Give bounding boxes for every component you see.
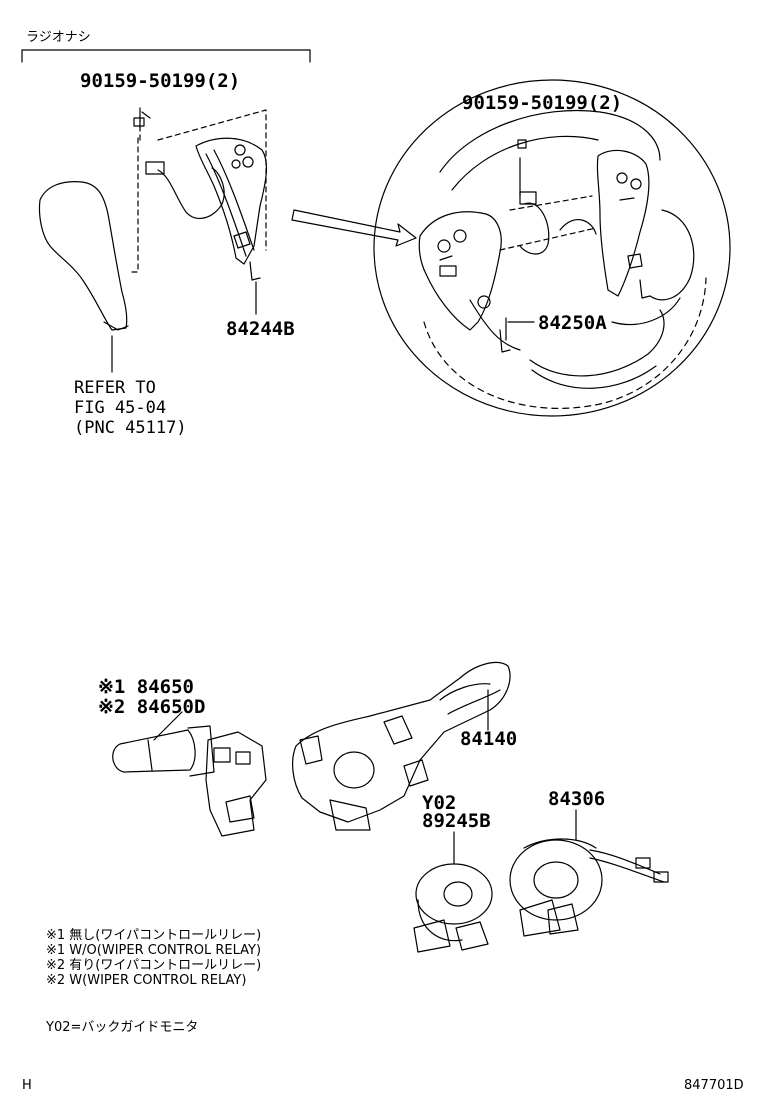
part-label-84250a[interactable]: 84250A — [538, 312, 607, 334]
spiral-cable-89245b — [413, 831, 493, 953]
note-3: ※2 有り(ワイパコントロールリレー) — [46, 958, 262, 973]
part-label-bolt-left[interactable]: 90159-50199(2) — [80, 70, 241, 92]
part-label-84650d[interactable]: ※2 84650D — [98, 696, 206, 718]
note-1: ※1 無し(ワイパコントロールリレー) — [46, 928, 262, 943]
part-label-y02: Y02 — [422, 792, 457, 814]
dashed-guide-left — [127, 109, 267, 273]
part-label-84650[interactable]: ※1 84650 — [98, 676, 194, 698]
part-label-84306[interactable]: 84306 — [548, 788, 606, 810]
footer-left: H — [22, 1078, 32, 1093]
part-label-89245b[interactable]: 89245B — [422, 810, 491, 832]
switch-84650 — [112, 711, 267, 837]
arrow-right — [291, 209, 417, 247]
clock-spring-84306 — [509, 809, 669, 937]
refer-line-2: FIG 45-04 — [74, 398, 167, 418]
steering-wheel — [373, 79, 731, 417]
legend-y02: Y02=バックガイドモニタ — [46, 1020, 199, 1035]
note-2: ※1 W/O(WIPER CONTROL RELAY) — [46, 943, 262, 958]
switch-84244b — [145, 137, 268, 315]
part-label-84140[interactable]: 84140 — [460, 728, 518, 750]
refer-line-3[interactable]: (PNC 45117) — [74, 418, 187, 438]
bolt-left — [133, 107, 151, 129]
note-4: ※2 W(WIPER CONTROL RELAY) — [46, 973, 247, 988]
steering-cover — [38, 181, 129, 373]
header-bracket — [21, 49, 311, 63]
part-label-84244b[interactable]: 84244B — [226, 318, 295, 340]
figure-number: 847701D — [684, 1078, 744, 1093]
switch-84140 — [292, 661, 511, 831]
refer-line-1: REFER TO — [74, 378, 156, 398]
part-label-bolt-right[interactable]: 90159-50199(2) — [462, 92, 623, 114]
header-label: ラジオナシ — [26, 30, 91, 45]
